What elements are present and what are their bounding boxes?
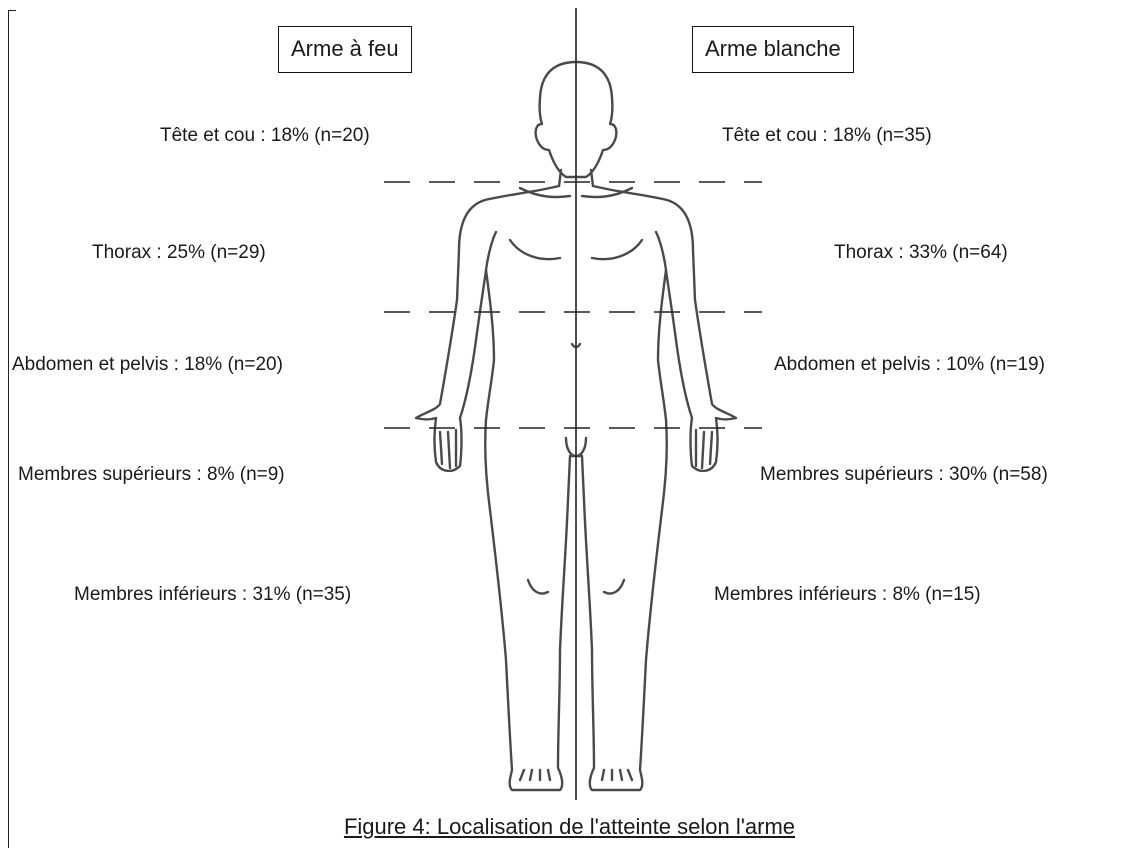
stat-right-head-neck: Tête et cou : 18% (n=35): [722, 126, 932, 145]
stat-left-upper-limbs: Membres supérieurs : 8% (n=9): [18, 465, 285, 484]
stat-left-abdomen-pelvis: Abdomen et pelvis : 18% (n=20): [12, 355, 283, 374]
region-separators: [384, 182, 762, 428]
stat-right-lower-limbs: Membres inférieurs : 8% (n=15): [714, 585, 981, 604]
stat-right-upper-limbs: Membres supérieurs : 30% (n=58): [760, 465, 1048, 484]
stat-right-abdomen-pelvis: Abdomen et pelvis : 10% (n=19): [774, 355, 1045, 374]
figure-caption: Figure 4: Localisation de l'atteinte sel…: [0, 816, 1139, 838]
stat-left-head-neck: Tête et cou : 18% (n=20): [160, 126, 370, 145]
stat-left-lower-limbs: Membres inférieurs : 31% (n=35): [74, 585, 351, 604]
header-blade: Arme blanche: [692, 26, 854, 73]
stat-left-thorax: Thorax : 25% (n=29): [92, 243, 266, 262]
stat-right-thorax: Thorax : 33% (n=64): [834, 243, 1008, 262]
header-firearm: Arme à feu: [278, 26, 412, 73]
